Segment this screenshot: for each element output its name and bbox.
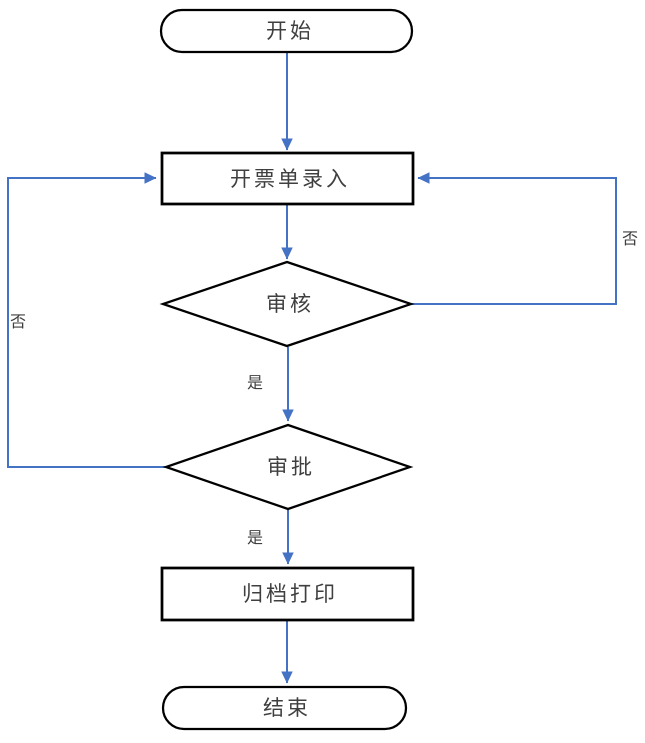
approve-decision-shape xyxy=(162,423,414,511)
review-decision-shape xyxy=(159,260,415,348)
archive-label: 归档打印 xyxy=(242,583,338,606)
review-label: 审核 xyxy=(266,293,314,316)
arrow-review-no-to-entry xyxy=(410,172,617,305)
entry-process-shape xyxy=(160,151,415,206)
start-terminator-shape xyxy=(159,8,414,54)
end-terminator-shape xyxy=(161,685,408,731)
archive-process-shape xyxy=(160,566,415,622)
entry-label: 开票单录入 xyxy=(230,168,350,191)
arrow-approve-no-to-entry xyxy=(7,172,166,468)
approve-no-edge-label: 否 xyxy=(10,314,26,331)
review-yes-edge-label: 是 xyxy=(247,375,263,392)
approve-label: 审批 xyxy=(267,456,315,479)
end-label: 结束 xyxy=(263,697,311,720)
review-no-edge-label: 否 xyxy=(622,231,638,248)
start-label: 开始 xyxy=(266,20,314,43)
approve-yes-edge-label: 是 xyxy=(247,530,263,547)
